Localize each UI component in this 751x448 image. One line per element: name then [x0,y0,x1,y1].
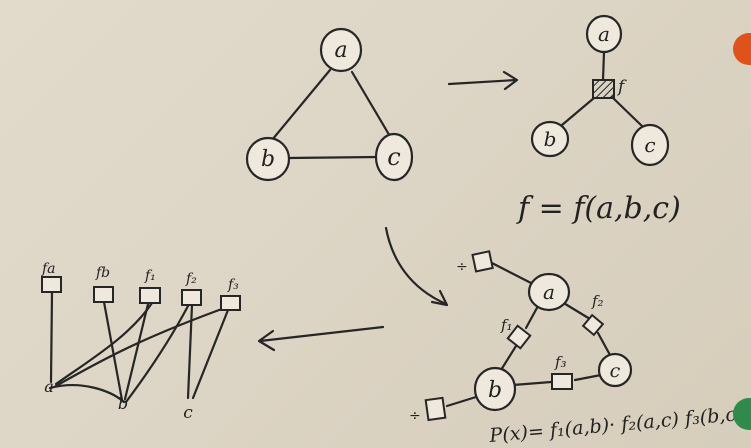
edge-a-f [601,50,606,82]
factor-f1-box [506,324,532,350]
factor-f1-label: f₁ [144,268,156,284]
factor-f3-box [551,373,573,390]
edge-b-f3 [511,380,553,387]
node-a-label: a [543,280,555,304]
factor-fa-label: fa [41,261,56,277]
unary-mark-a: ÷ [456,259,468,275]
node-a [585,14,623,54]
magnet-orange [733,33,751,65]
factor-f3-box [220,295,241,311]
edge-fa-a [49,290,54,384]
node-b-label: b [261,147,275,172]
edge-f-b [560,96,596,127]
variable-a-label: a [44,377,54,396]
node-b-label: b [544,127,557,151]
edge-f3-c [191,308,230,400]
arrow-to-factor-graph [447,70,519,91]
edge-f3-a [54,304,232,388]
edge-f-c [610,95,645,129]
edge-a-f1 [524,304,540,330]
node-c [597,352,633,388]
node-c-label: c [610,360,621,382]
edge-b-c [286,155,380,160]
unary-factor-b-box [424,396,447,422]
factor-f1-box [139,287,161,304]
edge-f3-c [573,373,603,382]
node-b [473,366,517,412]
edge-a-c [350,70,393,140]
edge-unary-a [488,260,535,286]
node-a-label: a [334,38,347,63]
variable-b-label: b [118,394,128,413]
node-c-label: c [644,133,655,157]
factor-fb-label: fb [95,265,110,281]
edge-f1-a [54,301,154,386]
factor-f3-label: f₃ [554,353,567,371]
bipartite-factor-graph: fa fb f₁ f₂ f₃ a b c [41,261,241,423]
unary-mark-b: ÷ [409,408,421,424]
factor-f1-label: f₁ [500,316,513,334]
unary-factor-a-box [471,250,494,273]
factor-f-box [592,79,615,99]
pairwise-factor-graph: a b c ÷ ÷ f₁ f₂ f₃ P(x)= f₁(a,b)· f₂(a,c… [409,250,745,447]
node-a-label: a [598,22,610,46]
edge-unary-b [445,395,478,408]
node-b-label: b [488,378,502,403]
edge-a-f2 [560,300,592,321]
edge-f1-b [499,344,518,372]
node-b [245,136,291,182]
node-c-label: c [387,143,400,171]
factor-fa-box [41,276,62,293]
magnet-green [733,398,751,430]
factor-f3-label: f₃ [227,277,239,293]
factor-f-label: f [616,77,627,97]
node-c [630,123,670,167]
factor-f2-box [181,289,202,306]
variable-c-label: c [183,403,193,423]
joint-probability-equation: P(x)= f₁(a,b)· f₂(a,c) f₃(b,c) [488,403,745,447]
arrow-to-bipartite-graph [257,325,385,352]
factor-f2-label: f₂ [591,292,604,310]
node-c [374,132,414,182]
edge-fb-b [102,300,124,402]
node-a [527,272,571,312]
edge-f2-c [596,331,612,357]
arrow-to-pairwise-graph [384,226,449,307]
node-b [530,120,570,158]
factor-definition: f = f(a,b,c) [516,191,681,226]
factor-f2-label: f₂ [185,271,197,287]
triangle-graph: a b c [245,27,414,182]
factor-f2-box [581,313,605,337]
node-a [319,27,363,73]
factor-fb-box [93,286,114,303]
edge-f2-b [124,304,190,404]
single-factor-graph: a f b c f = f(a,b,c) [516,14,681,226]
edge-a-b-curve [48,384,126,404]
edge-a-b [270,68,332,142]
edge-f1-b [123,302,150,401]
edge-f2-c [186,303,194,400]
